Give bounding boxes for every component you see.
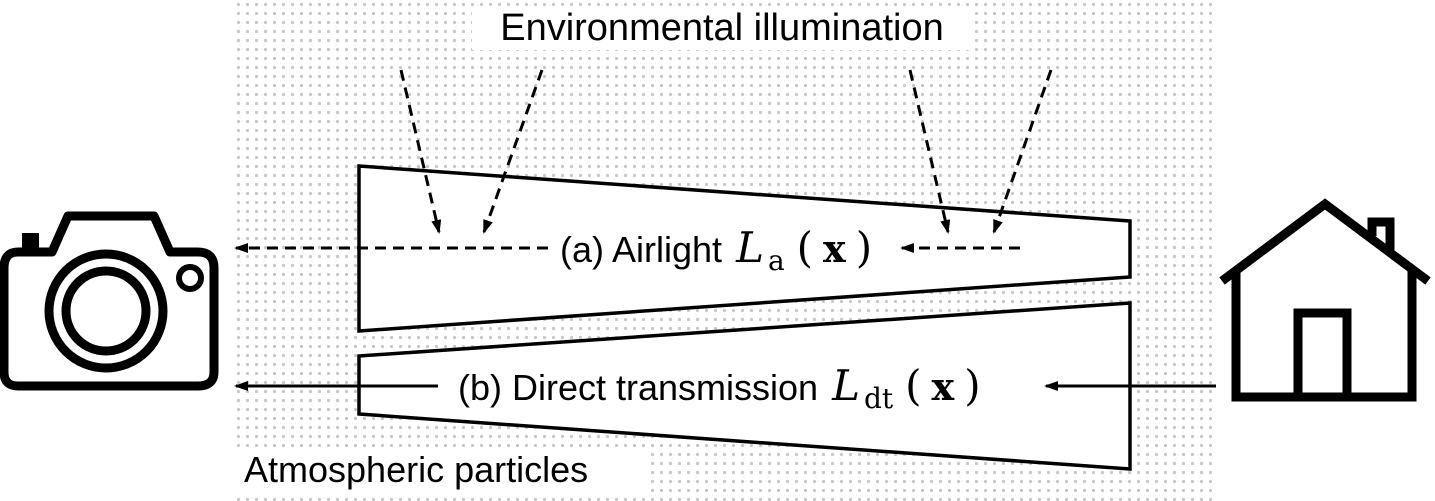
camera-icon bbox=[0, 211, 219, 391]
illumination-ray bbox=[399, 69, 442, 234]
illumination-label: Environmental illumination bbox=[500, 7, 944, 49]
direct-transmission-label: (b) Direct transmission L dt ( x ) bbox=[458, 361, 981, 415]
particles-label-bg bbox=[236, 448, 646, 492]
particles-label: Atmospheric particles bbox=[244, 449, 588, 490]
airlight-label-bg bbox=[552, 222, 896, 276]
illumination-rays bbox=[399, 69, 1053, 234]
illumination-ray bbox=[908, 69, 951, 234]
illumination-ray bbox=[482, 69, 544, 234]
house-icon bbox=[1219, 198, 1431, 402]
direct-label-bg bbox=[450, 360, 1034, 416]
illumination-ray bbox=[992, 69, 1053, 234]
airlight-label: (a) Airlight L a ( x ) bbox=[560, 223, 872, 277]
illumination-label-bg bbox=[472, 6, 972, 50]
